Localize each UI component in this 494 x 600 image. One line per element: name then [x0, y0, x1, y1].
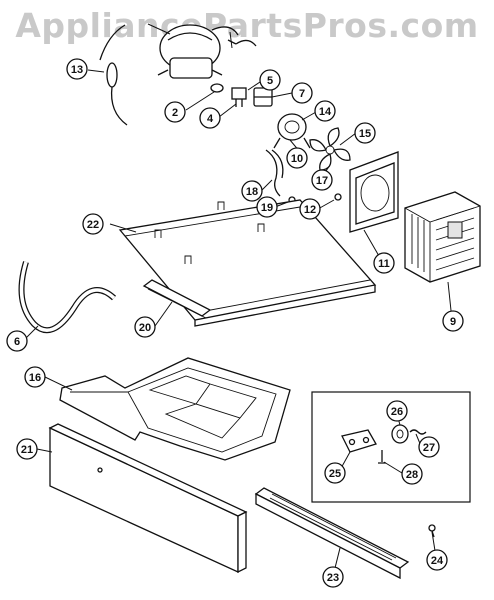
callout-label: 5 — [267, 75, 273, 87]
screw-24-part[interactable] — [428, 524, 436, 538]
relay-part[interactable] — [231, 87, 247, 107]
callout-26[interactable]: 26 — [386, 400, 408, 422]
callout-label: 19 — [261, 202, 273, 214]
callout-label: 9 — [450, 316, 456, 328]
callout-4[interactable]: 4 — [199, 107, 221, 129]
callout-label: 2 — [172, 107, 178, 119]
callout-label: 24 — [431, 555, 444, 567]
callout-23[interactable]: 23 — [322, 566, 344, 588]
callout-5[interactable]: 5 — [259, 69, 281, 91]
inset-box — [311, 391, 471, 503]
callout-label: 10 — [291, 153, 303, 165]
callout-17[interactable]: 17 — [311, 169, 333, 191]
callout-28[interactable]: 28 — [401, 463, 423, 485]
callout-label: 15 — [359, 128, 371, 140]
callout-label: 17 — [316, 175, 328, 187]
callout-13[interactable]: 13 — [66, 58, 88, 80]
callout-label: 22 — [87, 219, 99, 231]
callout-label: 16 — [29, 372, 41, 384]
callout-label: 20 — [139, 322, 151, 334]
cover-panel-part[interactable] — [118, 199, 377, 327]
callout-label: 13 — [71, 64, 83, 76]
clip-part[interactable] — [227, 39, 257, 47]
callout-6[interactable]: 6 — [6, 330, 28, 352]
front-panel-part[interactable] — [48, 423, 248, 574]
callout-label: 6 — [14, 336, 20, 348]
callout-18[interactable]: 18 — [241, 180, 263, 202]
evaporator-part[interactable] — [404, 191, 481, 283]
fan-blade-part[interactable] — [309, 127, 351, 171]
callout-10[interactable]: 10 — [286, 147, 308, 169]
callout-24[interactable]: 24 — [426, 549, 448, 571]
callout-2[interactable]: 2 — [164, 101, 186, 123]
compressor-part[interactable] — [157, 24, 239, 93]
callout-label: 12 — [304, 204, 316, 216]
drain-trough-part[interactable] — [142, 279, 212, 319]
callout-27[interactable]: 27 — [418, 436, 440, 458]
callout-19[interactable]: 19 — [256, 196, 278, 218]
fan-bracket-part[interactable] — [265, 149, 284, 197]
callout-12[interactable]: 12 — [299, 198, 321, 220]
callout-label: 28 — [406, 469, 418, 481]
callout-label: 25 — [329, 468, 341, 480]
callout-11[interactable]: 11 — [373, 252, 395, 274]
callout-22[interactable]: 22 — [82, 213, 104, 235]
callout-label: 7 — [299, 88, 305, 100]
fan-shroud-part[interactable] — [349, 151, 399, 233]
knob-screw-part[interactable] — [378, 450, 386, 464]
callout-14[interactable]: 14 — [314, 100, 336, 122]
callout-16[interactable]: 16 — [24, 366, 46, 388]
callout-21[interactable]: 21 — [16, 438, 38, 460]
callout-label: 21 — [21, 444, 33, 456]
thermostat-part[interactable] — [341, 429, 377, 453]
callout-15[interactable]: 15 — [354, 122, 376, 144]
callout-label: 26 — [391, 406, 403, 418]
overload-part[interactable] — [253, 87, 273, 107]
drier-tube-part[interactable] — [99, 24, 128, 126]
callout-25[interactable]: 25 — [324, 462, 346, 484]
callout-label: 4 — [207, 113, 214, 125]
callout-label: 14 — [319, 106, 332, 118]
drain-tube-part[interactable] — [18, 261, 117, 334]
fan-motor-part[interactable] — [273, 113, 311, 149]
drip-tray-part[interactable] — [59, 357, 291, 461]
spring-part[interactable] — [409, 429, 427, 435]
knob-part[interactable] — [391, 424, 409, 444]
callout-9[interactable]: 9 — [442, 310, 464, 332]
callout-label: 18 — [246, 186, 258, 198]
grille-part[interactable] — [254, 487, 410, 580]
callout-label: 23 — [327, 572, 339, 584]
callout-label: 27 — [423, 442, 435, 454]
callout-7[interactable]: 7 — [291, 82, 313, 104]
callout-label: 11 — [378, 258, 390, 270]
callout-20[interactable]: 20 — [134, 316, 156, 338]
